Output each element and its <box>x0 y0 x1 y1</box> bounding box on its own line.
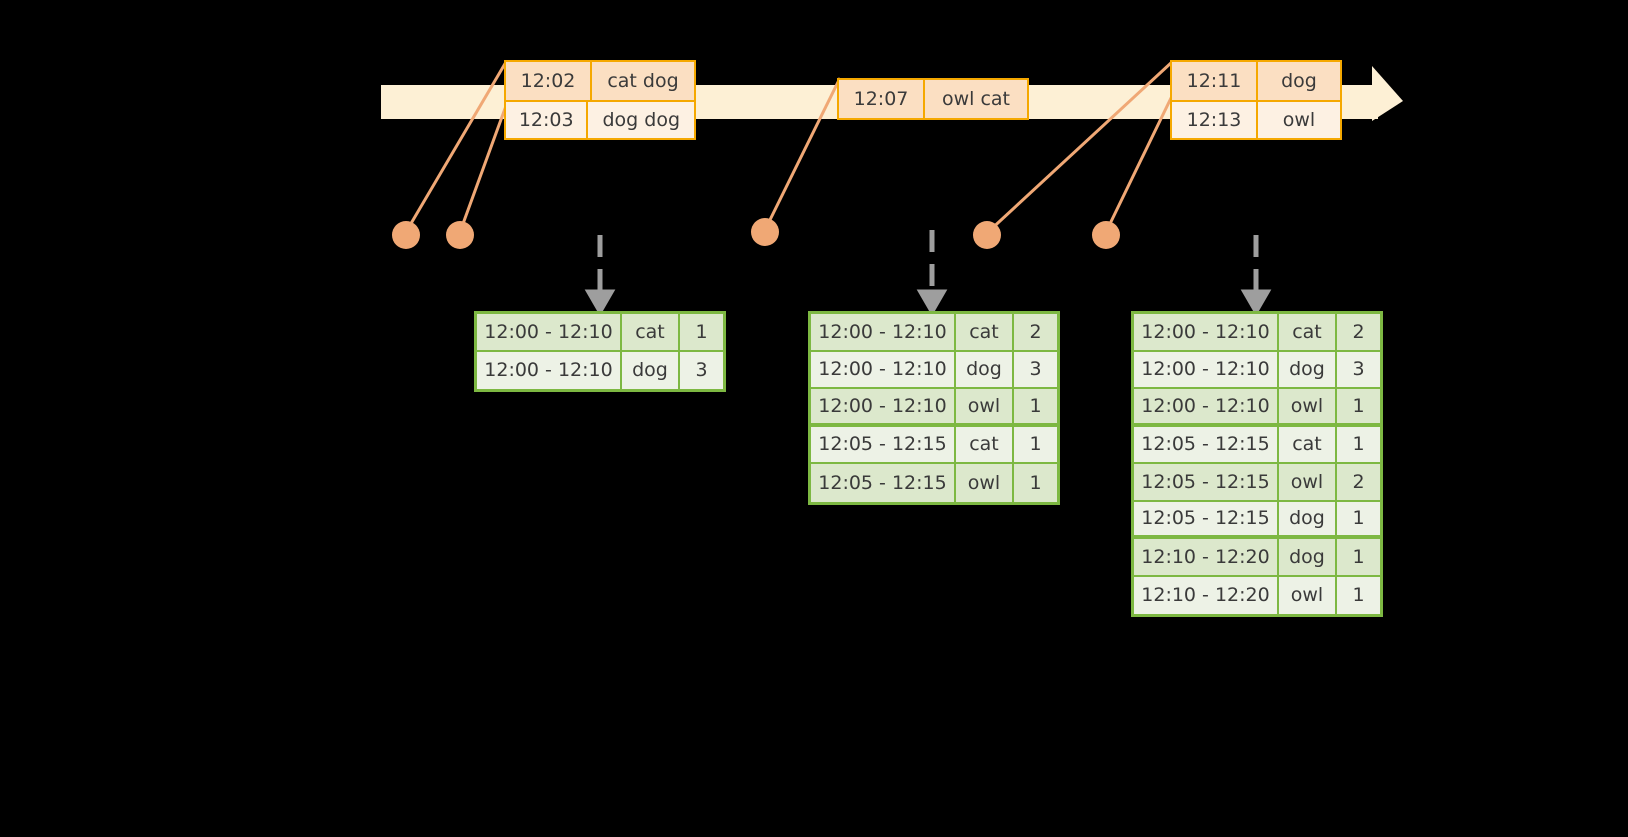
cell-count: 1 <box>1337 501 1380 535</box>
cell-key: cat <box>1279 426 1337 462</box>
timeline-bar-segment-mid1 <box>694 85 839 119</box>
cell-key: owl <box>1279 576 1337 614</box>
connector-line-4 <box>985 60 1174 235</box>
event-row: 12:02 cat dog <box>506 62 694 100</box>
event-value: cat dog <box>592 62 694 100</box>
dashed-arrow-head-2 <box>916 289 948 316</box>
event-box-group-3: 12:11 dog 12:13 owl <box>1170 60 1342 140</box>
dashed-arrow-head-1 <box>584 289 616 316</box>
cell-key: dog <box>1279 351 1337 387</box>
cell-key: cat <box>622 314 680 350</box>
cell-key: cat <box>956 426 1014 462</box>
connector-line-3 <box>763 77 842 231</box>
cell-key: owl <box>956 464 1014 502</box>
cell-window: 12:00 - 12:10 <box>477 351 622 389</box>
cell-window: 12:00 - 12:10 <box>1134 314 1279 350</box>
event-row: 12:11 dog <box>1172 62 1340 100</box>
cell-count: 1 <box>1337 389 1380 423</box>
event-value: dog dog <box>588 102 694 138</box>
cell-window: 12:10 - 12:20 <box>1134 576 1279 614</box>
cell-key: dog <box>1279 501 1337 535</box>
event-row: 12:03 dog dog <box>506 100 694 138</box>
event-value: dog <box>1258 62 1340 100</box>
cell-count: 1 <box>1337 539 1380 575</box>
cell-count: 1 <box>1337 576 1380 614</box>
event-time: 12:02 <box>506 62 592 100</box>
event-dot-2 <box>446 221 474 249</box>
cell-window: 12:00 - 12:10 <box>811 314 956 350</box>
event-box-group-1: 12:02 cat dog 12:03 dog dog <box>504 60 696 140</box>
cell-key: dog <box>956 351 1014 387</box>
event-time: 12:03 <box>506 102 589 138</box>
event-box-group-2: 12:07 owl cat <box>837 78 1029 120</box>
event-value: owl cat <box>925 80 1027 118</box>
event-time: 12:13 <box>1172 102 1258 138</box>
cell-count: 1 <box>1014 464 1057 502</box>
cell-window: 12:10 - 12:20 <box>1134 539 1279 575</box>
dashed-arrow-head-3 <box>1240 289 1272 316</box>
timeline-arrowhead <box>1372 66 1403 121</box>
cell-count: 3 <box>1337 351 1380 387</box>
cell-window: 12:00 - 12:10 <box>1134 389 1279 423</box>
event-dot-1 <box>392 221 420 249</box>
cell-key: owl <box>1279 389 1337 423</box>
cell-window: 12:00 - 12:10 <box>811 351 956 387</box>
event-time: 12:11 <box>1172 62 1258 100</box>
event-dot-3 <box>751 218 779 246</box>
cell-count: 2 <box>1337 464 1380 500</box>
event-row: 12:07 owl cat <box>839 80 1027 118</box>
event-row: 12:13 owl <box>1172 100 1340 138</box>
cell-key: owl <box>956 389 1014 423</box>
cell-count: 2 <box>1337 314 1380 350</box>
cell-count: 3 <box>680 351 723 389</box>
cell-key: cat <box>1279 314 1337 350</box>
cell-window: 12:05 - 12:15 <box>1134 426 1279 462</box>
event-time: 12:07 <box>839 80 925 118</box>
connector-line-5 <box>1104 95 1174 233</box>
timeline-bar-segment-right <box>1340 85 1378 119</box>
cell-key: cat <box>956 314 1014 350</box>
cell-key: dog <box>622 351 680 389</box>
timeline-bar-segment-left <box>381 85 506 119</box>
cell-key: dog <box>1279 539 1337 575</box>
cell-count: 1 <box>1014 426 1057 462</box>
connector-line-1 <box>404 61 508 233</box>
cell-count: 2 <box>1014 314 1057 350</box>
timeline-bar-segment-mid2 <box>1027 85 1173 119</box>
cell-window: 12:05 - 12:15 <box>811 464 956 502</box>
cell-count: 1 <box>1337 426 1380 462</box>
cell-window: 12:00 - 12:10 <box>811 389 956 423</box>
cell-window: 12:05 - 12:15 <box>1134 501 1279 535</box>
event-value: owl <box>1258 102 1340 138</box>
cell-window: 12:00 - 12:10 <box>477 314 622 350</box>
event-dot-4 <box>973 221 1001 249</box>
event-dot-5 <box>1092 221 1120 249</box>
cell-key: owl <box>1279 464 1337 500</box>
cell-count: 1 <box>1014 389 1057 423</box>
cell-window: 12:05 - 12:15 <box>811 426 956 462</box>
cell-count: 3 <box>1014 351 1057 387</box>
cell-window: 12:05 - 12:15 <box>1134 464 1279 500</box>
cell-count: 1 <box>680 314 723 350</box>
cell-window: 12:00 - 12:10 <box>1134 351 1279 387</box>
